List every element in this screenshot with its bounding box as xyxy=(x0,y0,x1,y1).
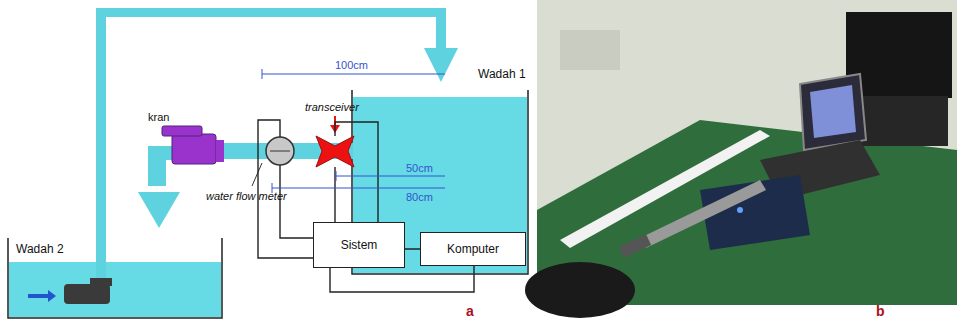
process-box: Komputer xyxy=(420,232,526,266)
process-box: Sistem xyxy=(313,222,405,268)
part-label: 50cm xyxy=(406,162,433,174)
tap-symbol xyxy=(216,140,224,162)
pump-symbol xyxy=(64,284,110,304)
part-label: b xyxy=(876,304,885,319)
photo-poster xyxy=(560,30,620,70)
flow-arrow xyxy=(138,192,180,228)
tap-symbol xyxy=(172,134,216,164)
transceiver-symbol xyxy=(316,136,354,167)
pipe xyxy=(148,146,166,186)
flow-meter-symbol xyxy=(270,151,290,152)
part-label: a xyxy=(466,304,474,319)
flow-meter-symbol xyxy=(266,137,294,165)
signal-wire xyxy=(258,120,313,258)
photo-laptop-screen xyxy=(810,85,856,138)
dimension-line xyxy=(336,176,445,177)
photo-pipe xyxy=(640,180,766,248)
signal-wire xyxy=(335,122,378,222)
part-label: Wadah 1 xyxy=(478,68,526,81)
pipe xyxy=(96,8,446,17)
dimension-line xyxy=(272,188,445,189)
pump-symbol xyxy=(90,278,112,286)
photo-laptop xyxy=(800,74,866,150)
part-label: 80cm xyxy=(406,191,433,203)
tank-outline xyxy=(8,238,222,318)
box-label: Sistem xyxy=(341,238,378,252)
box-label: Komputer xyxy=(447,242,499,256)
photo-pipe xyxy=(619,234,651,258)
signal-wire xyxy=(334,167,335,222)
pipe xyxy=(436,8,446,48)
part-label: water flow meter xyxy=(206,190,287,202)
photo-bucket xyxy=(525,262,635,318)
signal-wire xyxy=(330,266,474,292)
part-label: Wadah 2 xyxy=(16,243,64,256)
flow-arrow xyxy=(424,48,458,82)
connector-line xyxy=(405,249,420,250)
part-label: 100cm xyxy=(335,59,368,71)
photo-led xyxy=(737,207,743,213)
leader-line xyxy=(252,163,262,186)
dimension-line xyxy=(262,74,445,75)
tap-symbol xyxy=(162,126,202,136)
photo-wall xyxy=(537,0,957,305)
connector-line xyxy=(405,248,420,250)
tank-water xyxy=(9,262,221,317)
dimension-line xyxy=(262,69,263,79)
pipe xyxy=(96,8,106,288)
inflow-arrow xyxy=(28,290,56,302)
part-label: kran xyxy=(148,111,169,123)
part-label: transceiver xyxy=(305,101,359,113)
dimension-line xyxy=(336,171,337,181)
